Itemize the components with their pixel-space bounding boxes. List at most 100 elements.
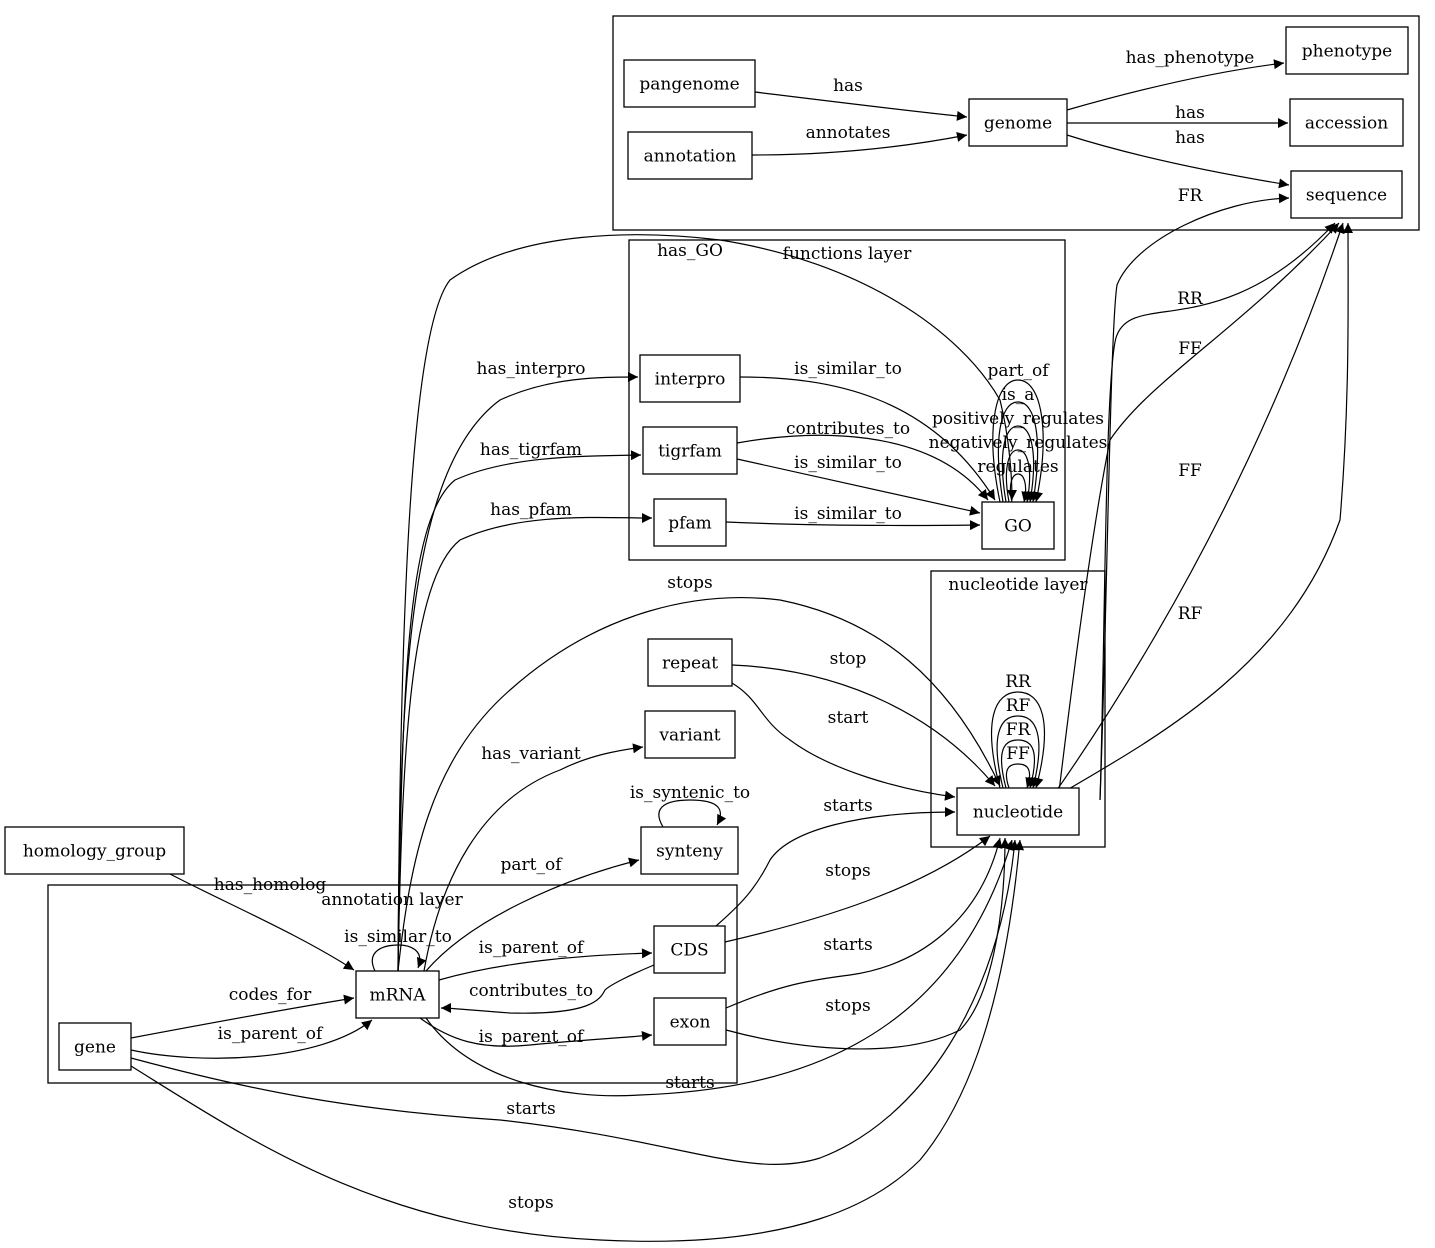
edge-go-to-go [992,379,1044,503]
edge-repeat-to-nucleotide [731,682,956,801]
node-genome[interactable]: genome [968,98,1068,147]
edge-mrna-to-exon [419,1017,653,1047]
edges-layer [130,59,1354,1242]
node-box [58,1022,132,1071]
edge-label: is_similar_to [794,504,902,524]
node-variant[interactable]: variant [644,710,736,759]
node-tigrfam[interactable]: tigrfam [642,426,738,475]
node-label: homology_group [23,842,166,862]
edge-nucleotide-to-nucleotide [1000,739,1038,789]
node-label: mRNA [369,986,426,1006]
edge-label: positively_regulates [932,409,1104,429]
node-label: synteny [656,842,723,862]
edge-mrna-to-variant [423,743,644,972]
edge-label: FR [1006,720,1032,740]
edge-label: codes_for [229,985,312,1005]
edge-label: RF [1178,604,1203,624]
edge-repeat-to-nucleotide [731,664,996,787]
node-box [956,787,1080,836]
edge-go-to-go [997,401,1040,503]
node-pfam[interactable]: pfam [653,498,727,547]
edge-label: starts [506,1099,555,1119]
node-repeat[interactable]: repeat [647,638,733,687]
edge-label: annotates [806,123,891,143]
edge-label: has [1175,128,1205,148]
node-box [653,925,726,974]
edge-mrna-to-go [397,234,1017,972]
node-annotation[interactable]: annotation [627,131,753,180]
edge-label: has [833,76,863,96]
edge-mrna-to-tigrfam [397,450,642,972]
edge-label: contributes_to [786,419,910,439]
edge-nucleotide-to-sequence [1057,222,1340,801]
node-mrna[interactable]: mRNA [355,970,440,1019]
edge-nucleotide-to-sequence [1099,193,1290,801]
node-label: gene [74,1038,116,1058]
edge-go-to-go [1005,449,1034,503]
node-box [642,426,738,475]
node-box [4,826,185,875]
node-box [1285,26,1409,75]
node-box [1290,170,1403,219]
node-synteny[interactable]: synteny [640,826,739,875]
nodes-layer: pangenome annotation genome phenotype access… [4,26,1409,1071]
node-label: tigrfam [658,442,722,462]
node-box [968,98,1068,147]
edge-label: contributes_to [469,981,593,1001]
node-box [627,131,753,180]
edge-label: starts [665,1073,714,1093]
cluster-label: annotation layer [321,890,463,910]
node-label: interpro [655,370,726,390]
node-homology-group[interactable]: homology_group [4,826,185,875]
node-label: pangenome [639,75,739,95]
edge-label: is_similar_to [344,927,452,947]
edge-mrna-to-synteny [425,857,640,972]
node-accession[interactable]: accession [1289,98,1404,147]
node-box [644,710,736,759]
edge-tigrfam-to-go [736,458,981,516]
node-nucleotide[interactable]: nucleotide [956,787,1080,836]
edge-nucleotide-to-nucleotide [1005,763,1035,789]
node-box [653,498,727,547]
node-sequence[interactable]: sequence [1290,170,1403,219]
node-phenotype[interactable]: phenotype [1285,26,1409,75]
edge-tigrfam-to-go [736,434,989,501]
edge-mrna-to-pfam [397,512,653,972]
node-box [623,59,756,108]
node-label: CDS [670,941,708,961]
edge-label: is_parent_of [479,938,585,958]
edge-synteny-to-synteny [658,799,727,828]
node-gene[interactable]: gene [58,1022,132,1071]
edge-go-to-go [1001,425,1037,503]
edge-label: has_pfam [490,500,572,520]
edge-annotation-to-genome [751,131,968,156]
edge-label: has_homolog [214,875,327,895]
edge-label: FF [1006,744,1030,764]
node-label: nucleotide [973,803,1063,823]
edge-label: is_parent_of [479,1027,585,1047]
node-exon[interactable]: exon [653,997,727,1046]
edge-cds-to-nucleotide [715,807,956,927]
edge-label: stops [667,573,712,593]
node-box [1289,98,1404,147]
edge-label: regulates [977,457,1058,477]
edge-label: starts [823,796,872,816]
edge-cds-to-mrna [440,964,655,1014]
node-cds[interactable]: CDS [653,925,726,974]
node-pangenome[interactable]: pangenome [623,59,756,108]
edge-nucleotide-to-nucleotide [996,715,1041,789]
edge-label: stops [825,861,870,881]
edge-label: is_a [1002,385,1035,405]
edge-label: start [828,708,869,728]
node-go[interactable]: GO [981,501,1055,550]
edge-label: has_variant [481,744,581,764]
node-label: GO [1004,517,1032,537]
edge-nucleotide-to-sequence [1066,222,1354,791]
edge-label: stops [508,1193,553,1213]
node-interpro[interactable]: interpro [639,354,741,403]
edge-exon-to-nucleotide [725,837,1003,1009]
edge-label: FF [1178,339,1202,359]
node-box [355,970,440,1019]
cluster-label: nucleotide layer [948,575,1088,595]
